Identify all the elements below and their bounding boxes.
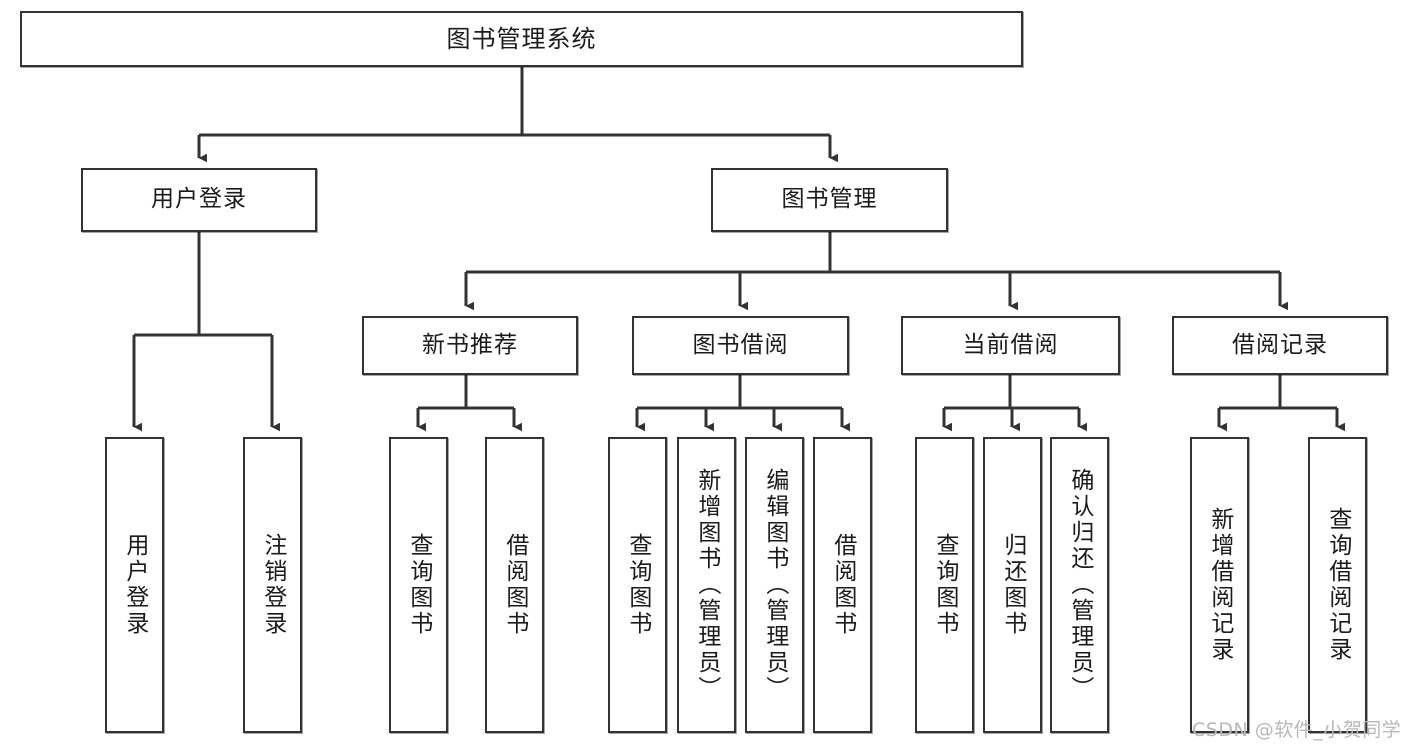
node-leaf-query-book-rec[interactable]: 查询图书	[389, 437, 448, 733]
node-current-borrow[interactable]: 当前借阅	[901, 316, 1120, 375]
node-leaf-query-book-borrow[interactable]: 查询图书	[608, 437, 667, 733]
node-leaf-user-login-label: 用户登录	[121, 533, 148, 637]
node-leaf-query-book-rec-label: 查询图书	[405, 533, 432, 637]
node-leaf-query-borrow-record-label: 查询借阅记录	[1324, 507, 1351, 663]
node-new-book-recommend[interactable]: 新书推荐	[362, 316, 578, 375]
node-leaf-borrow-book[interactable]: 借阅图书	[813, 437, 872, 733]
node-root-label: 图书管理系统	[446, 24, 597, 53]
node-leaf-borrow-book-label: 借阅图书	[829, 533, 856, 637]
node-leaf-borrow-book-rec[interactable]: 借阅图书	[485, 437, 544, 733]
node-borrow-record-label: 借阅记录	[1232, 331, 1328, 358]
node-borrow-record[interactable]: 借阅记录	[1172, 316, 1388, 375]
node-book-manage[interactable]: 图书管理	[711, 168, 948, 232]
node-root[interactable]: 图书管理系统	[20, 11, 1023, 67]
node-user-login-label: 用户登录	[151, 186, 247, 213]
node-leaf-edit-book-admin[interactable]: 编辑图书（管理员）	[745, 437, 804, 733]
node-leaf-logout-login-label: 注销登录	[259, 533, 286, 637]
node-leaf-logout-login[interactable]: 注销登录	[243, 437, 302, 733]
node-current-borrow-label: 当前借阅	[962, 331, 1059, 358]
node-leaf-return-book-label: 归还图书	[999, 533, 1026, 637]
node-leaf-user-login[interactable]: 用户登录	[105, 437, 164, 733]
node-book-manage-label: 图书管理	[781, 186, 878, 213]
node-leaf-query-borrow-record[interactable]: 查询借阅记录	[1308, 437, 1367, 733]
node-new-book-recommend-label: 新书推荐	[422, 331, 518, 358]
node-user-login[interactable]: 用户登录	[81, 168, 317, 232]
node-leaf-confirm-return-admin[interactable]: 确认归还（管理员）	[1050, 437, 1109, 733]
node-leaf-return-book[interactable]: 归还图书	[983, 437, 1042, 733]
node-leaf-add-book-admin-label: 新增图书（管理员）	[693, 468, 720, 702]
node-book-borrow-label: 图书借阅	[692, 331, 789, 358]
node-leaf-query-book-borrow-label: 查询图书	[624, 533, 651, 637]
node-leaf-add-borrow-record-label: 新增借阅记录	[1206, 507, 1233, 663]
node-leaf-borrow-book-rec-label: 借阅图书	[501, 533, 528, 637]
node-leaf-query-book-cur[interactable]: 查询图书	[915, 437, 974, 733]
node-leaf-edit-book-admin-label: 编辑图书（管理员）	[761, 468, 788, 702]
node-leaf-add-book-admin[interactable]: 新增图书（管理员）	[677, 437, 736, 733]
node-leaf-confirm-return-admin-label: 确认归还（管理员）	[1066, 468, 1093, 702]
node-leaf-add-borrow-record[interactable]: 新增借阅记录	[1190, 437, 1249, 733]
node-book-borrow[interactable]: 图书借阅	[632, 316, 849, 375]
watermark-text: CSDN @软件_小贺同学	[1192, 719, 1402, 741]
node-leaf-query-book-cur-label: 查询图书	[931, 533, 958, 637]
